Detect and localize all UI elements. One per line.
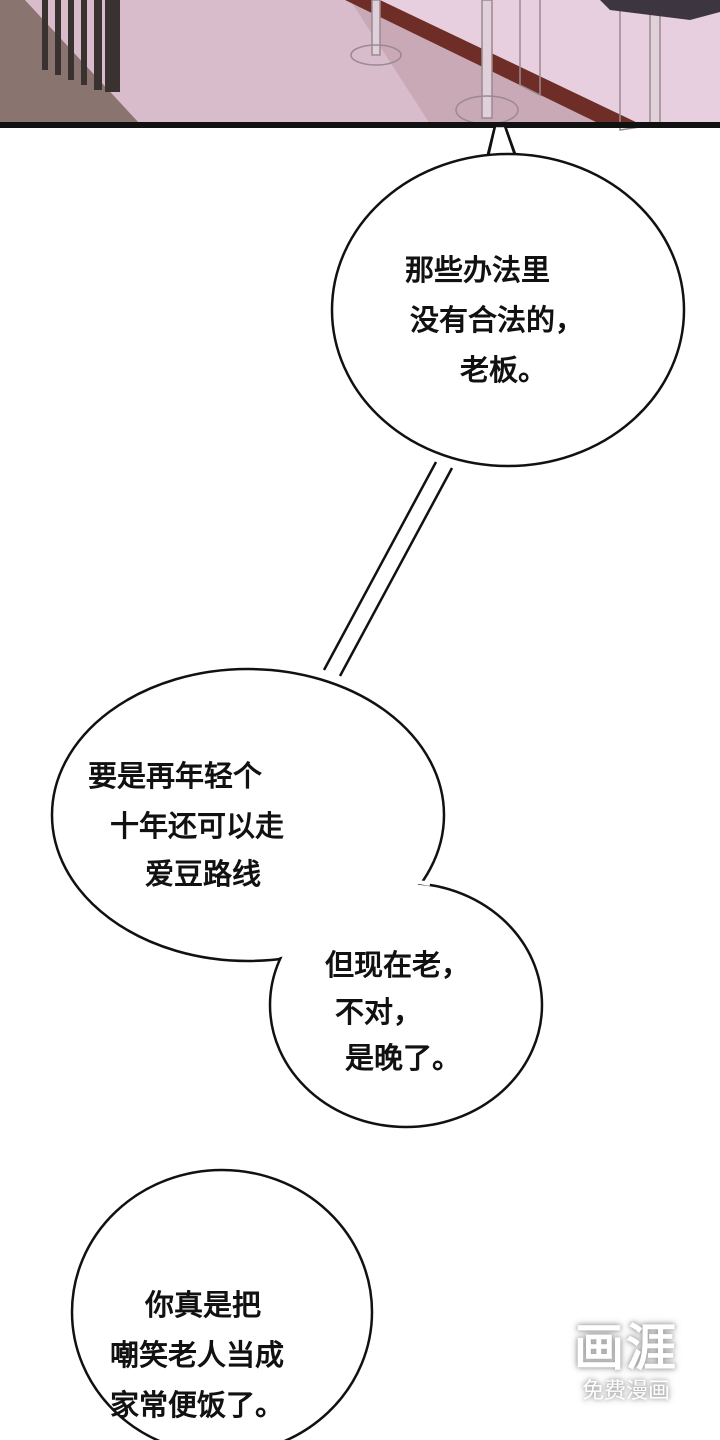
speech-bubbles <box>50 124 686 1440</box>
bubble-2-line-1: 要是再年轻个 <box>88 759 263 793</box>
watermark-logo-text: 画涯 <box>574 1319 678 1377</box>
bubble-1-line-3: 老板。 <box>460 353 548 387</box>
bubble-2-line-2: 十年还可以走 <box>110 809 285 843</box>
speech-bubble-4 <box>70 1168 374 1440</box>
watermark-logo: 画涯 免费漫画 <box>566 1318 686 1406</box>
top-panel-illustration <box>0 0 720 131</box>
watermark-tagline: 免费漫画 <box>581 1379 670 1404</box>
bubble-4-line-3: 家常便饭了。 <box>110 1388 285 1422</box>
bubble-4-line-1: 你真是把 <box>145 1288 262 1322</box>
bubble-2-line-3: 爱豆路线 <box>145 857 262 891</box>
speech-bubble-1 <box>330 152 686 468</box>
bubble-1-line-1: 那些办法里 <box>405 253 551 287</box>
bubble-1-line-2: 没有合法的， <box>410 303 585 337</box>
bubble-4-line-2: 嘲笑老人当成 <box>110 1338 285 1372</box>
bubble-3-line-2: 不对， <box>335 995 423 1029</box>
bubble-3-line-3: 是晚了。 <box>345 1041 462 1075</box>
bubble-3-line-1: 但现在老， <box>325 948 471 982</box>
